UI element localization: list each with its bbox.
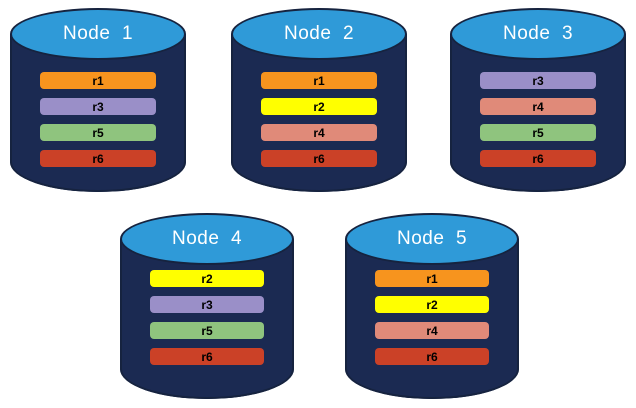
replica-bar[interactable]: r5 bbox=[150, 322, 264, 339]
replica-bar[interactable]: r5 bbox=[480, 124, 596, 141]
replica-bar[interactable]: r6 bbox=[40, 150, 156, 167]
replica-bar[interactable]: r1 bbox=[40, 72, 156, 89]
replica-bar[interactable]: r4 bbox=[261, 124, 377, 141]
replica-bar[interactable]: r1 bbox=[261, 72, 377, 89]
node-top-disc-3 bbox=[450, 8, 626, 60]
replica-bar[interactable]: r4 bbox=[375, 322, 489, 339]
node-top-disc-2 bbox=[231, 8, 407, 60]
replica-list-1: r1 r3 r5 r6 bbox=[10, 72, 186, 167]
replica-bar[interactable]: r2 bbox=[261, 98, 377, 115]
replica-bar[interactable]: r4 bbox=[480, 98, 596, 115]
replica-list-2: r1 r2 r4 r6 bbox=[231, 72, 407, 167]
replica-list-5: r1 r2 r4 r6 bbox=[345, 270, 519, 365]
node-body-5 bbox=[345, 239, 519, 399]
replica-bar[interactable]: r5 bbox=[40, 124, 156, 141]
replica-bar[interactable]: r6 bbox=[375, 348, 489, 365]
node-top-disc-4 bbox=[120, 213, 294, 265]
replica-bar[interactable]: r2 bbox=[150, 270, 264, 287]
replica-bar[interactable]: r6 bbox=[480, 150, 596, 167]
replica-list-4: r2 r3 r5 r6 bbox=[120, 270, 294, 365]
replica-bar[interactable]: r6 bbox=[150, 348, 264, 365]
replica-bar[interactable]: r6 bbox=[261, 150, 377, 167]
replica-bar[interactable]: r3 bbox=[480, 72, 596, 89]
replica-list-3: r3 r4 r5 r6 bbox=[450, 72, 626, 167]
replica-bar[interactable]: r3 bbox=[150, 296, 264, 313]
replica-bar[interactable]: r1 bbox=[375, 270, 489, 287]
replica-bar[interactable]: r3 bbox=[40, 98, 156, 115]
replica-bar[interactable]: r2 bbox=[375, 296, 489, 313]
node-body-4 bbox=[120, 239, 294, 399]
node-top-disc-1 bbox=[10, 8, 186, 60]
node-top-disc-5 bbox=[345, 213, 519, 265]
